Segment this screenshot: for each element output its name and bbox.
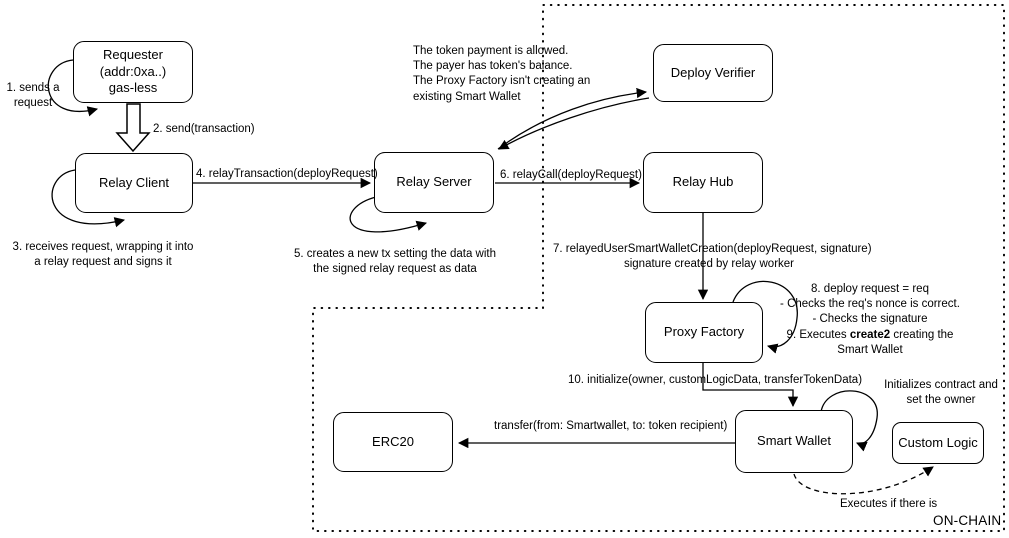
label-step4: 4. relayTransaction(deployRequest) [196, 168, 378, 180]
edge-step5-loop [349, 196, 427, 233]
node-proxy-factory-label: Proxy Factory [663, 324, 745, 340]
label-init-note: Initializes contract and set the owner [884, 379, 998, 407]
node-smart-wallet-label: Smart Wallet [757, 433, 831, 449]
node-deploy-verifier-label: Deploy Verifier [670, 64, 756, 80]
label-step8-9: 8. deploy request = req - Checks the req… [780, 283, 960, 356]
node-proxy-factory: Proxy Factory [645, 302, 763, 363]
onchain-boundary [312, 4, 1005, 532]
label-executes-note: Executes if there is [840, 498, 938, 510]
label-step2: 2. send(transaction) [153, 123, 255, 135]
node-relay-server-label: Relay Server [396, 174, 472, 190]
node-requester-label-line3: gas-less [108, 80, 158, 96]
edge-step8-loop [732, 280, 798, 354]
node-relay-hub-label: Relay Hub [672, 174, 734, 190]
node-relay-hub: Relay Hub [643, 152, 763, 213]
node-custom-logic-label: Custom Logic [898, 434, 978, 450]
node-requester: Requester (addr:0xa..) gas-less [73, 41, 193, 103]
label-step10: 10. initialize(owner, customLogicData, t… [568, 374, 863, 386]
label-step7: 7. relayedUserSmartWalletCreation(deploy… [553, 243, 872, 271]
edge-verifier-to-server [498, 97, 650, 150]
label-transfer: transfer(from: Smartwallet, to: token re… [494, 420, 728, 432]
edge-step1-loop [47, 59, 99, 117]
edge-server-to-verifier [497, 87, 648, 150]
edge-step10 [702, 363, 799, 408]
node-requester-label-line1: Requester [103, 46, 163, 62]
label-step6: 6. relayCall(deployRequest) [500, 169, 642, 181]
node-smart-wallet: Smart Wallet [735, 410, 853, 473]
edge-wallet-loop [820, 390, 878, 452]
node-erc20-label: ERC20 [372, 433, 414, 449]
edge-step3-loop [51, 169, 126, 228]
node-relay-client-label: Relay Client [98, 174, 170, 190]
node-custom-logic: Custom Logic [892, 422, 984, 464]
label-verifier-note: The token payment is allowed. The payer … [413, 45, 591, 103]
label-onchain: ON-CHAIN [933, 513, 1002, 528]
node-deploy-verifier: Deploy Verifier [653, 44, 773, 102]
edge-step2-block-arrow [115, 103, 151, 153]
label-step5: 5. creates a new tx setting the data wit… [293, 248, 496, 276]
node-erc20: ERC20 [333, 412, 453, 472]
node-requester-label-line2: (addr:0xa..) [99, 63, 167, 79]
node-relay-client: Relay Client [75, 153, 193, 213]
label-step3: 3. receives request, wrapping it into a … [12, 241, 194, 269]
label-step1: 1. sends a request [6, 82, 60, 110]
edge-executes-dashed [793, 466, 934, 495]
create2-keyword: create2 [849, 328, 891, 341]
node-relay-server: Relay Server [374, 152, 494, 213]
